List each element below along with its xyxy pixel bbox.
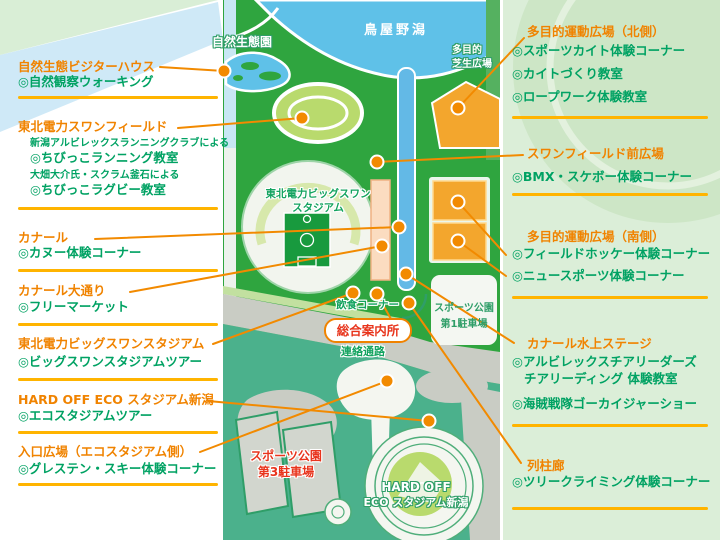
separator bbox=[18, 431, 218, 434]
parking3-label-line1: スポーツ公園 bbox=[250, 449, 322, 463]
multipurpose-courts bbox=[429, 177, 490, 263]
lawn-plaza-label-line2: 芝生広場 bbox=[452, 59, 492, 70]
parking1-label-line2: 第1駐車場 bbox=[440, 319, 488, 330]
left-group2-sub1: 新潟アルビレックスランニングクラブによる bbox=[30, 138, 230, 149]
separator bbox=[18, 483, 218, 486]
left-group3-item: ◎カヌー体験コーナー bbox=[18, 245, 142, 260]
separator bbox=[512, 507, 708, 510]
separator bbox=[512, 116, 708, 119]
left-group2-sub2: 大畑大介氏・スクラム釜石による bbox=[30, 170, 180, 181]
left-group7-item: ◎グレステン・スキー体験コーナー bbox=[18, 461, 217, 476]
right-group2-item1: ◎BMX・スケボー体験コーナー bbox=[512, 169, 693, 184]
big-swan-label-line2: スタジアム bbox=[292, 202, 344, 214]
canal-boulevard bbox=[370, 179, 391, 281]
nature-ecology-pond bbox=[224, 51, 291, 93]
separator bbox=[18, 269, 218, 272]
left-group4-item: ◎フリーマーケット bbox=[18, 299, 129, 314]
food-corner-label: 飲食コーナー bbox=[336, 299, 399, 311]
big-swan-stadium-shape bbox=[241, 160, 375, 294]
right-group3-title: 多目的運動広場（南側） bbox=[527, 229, 665, 244]
right-group1-item2: ◎カイトづくり教室 bbox=[512, 66, 623, 81]
walkway-label: 連絡通路 bbox=[341, 345, 385, 358]
canal-water bbox=[397, 67, 416, 291]
right-panel-decoration bbox=[503, 0, 720, 540]
lawn-plaza-label-line1: 多目的 bbox=[452, 45, 482, 56]
right-group1-item1: ◎スポーツカイト体験コーナー bbox=[512, 43, 686, 58]
right-group4-item1-line2: チアリーディング 体験教室 bbox=[524, 371, 678, 386]
left-group7-title: 入口広場（エコスタジアム側） bbox=[18, 444, 193, 459]
shoreline-path bbox=[222, 7, 280, 42]
right-group3-item2: ◎ニュースポーツ体験コーナー bbox=[512, 268, 685, 283]
eco-stadium-label-line1: HARD OFF bbox=[381, 480, 451, 494]
right-group4-title: カナール水上ステージ bbox=[527, 336, 652, 351]
lawn-plaza-shape bbox=[430, 80, 501, 149]
big-swan-label-line1: 東北電力ビッグスワン bbox=[265, 188, 371, 200]
right-group1-title: 多目的運動広場（北側） bbox=[527, 24, 665, 39]
light-green-strip bbox=[223, 286, 400, 326]
left-group1-item: ◎自然観察ウォーキング bbox=[18, 74, 154, 89]
left-group4-title: カナール大通り bbox=[18, 283, 106, 298]
info-center-label: 総合案内所 bbox=[336, 323, 400, 338]
separator bbox=[18, 323, 218, 326]
swan-field-track bbox=[272, 82, 364, 144]
toyano-lagoon-water bbox=[253, 0, 502, 80]
right-group4-item2: ◎海賊戦隊ゴーカイジャーショー bbox=[512, 396, 698, 411]
parking1-label-line1: スポーツ公園 bbox=[434, 303, 494, 314]
left-group3-title: カナール bbox=[18, 230, 69, 245]
left-group2-item2: ◎ちびっこラグビー教室 bbox=[30, 182, 166, 197]
eco-stadium-shape bbox=[324, 426, 484, 540]
left-panel-decoration bbox=[0, 0, 223, 132]
separator bbox=[512, 193, 708, 196]
left-group2-item1: ◎ちびっこランニング教室 bbox=[30, 150, 179, 165]
separator bbox=[512, 424, 708, 427]
colonnade-arc bbox=[401, 293, 428, 320]
left-group5-item: ◎ビッグスワンスタジアムツアー bbox=[18, 354, 203, 369]
right-group2-title: スワンフィールド前広場 bbox=[527, 146, 664, 161]
right-group5-title: 列柱廊 bbox=[527, 458, 565, 473]
nature-area-label: 自然生態園 bbox=[212, 35, 273, 49]
left-group5-title: 東北電力ビッグスワンスタジアム bbox=[18, 336, 205, 351]
left-group2-title: 東北電力スワンフィールド bbox=[18, 119, 168, 134]
parking3-label-line2: 第3駐車場 bbox=[257, 465, 315, 479]
info-center-box: 総合案内所 bbox=[324, 318, 412, 343]
separator bbox=[18, 378, 218, 381]
leader-lines bbox=[94, 37, 525, 464]
separator bbox=[18, 207, 218, 210]
right-group1-item3: ◎ロープワーク体験教室 bbox=[512, 89, 648, 104]
separator bbox=[18, 96, 218, 99]
map-markers bbox=[216, 63, 466, 429]
parking3-shape bbox=[234, 410, 343, 519]
eco-stadium-label-line2: ECO スタジアム新潟 bbox=[363, 496, 469, 509]
west-path bbox=[224, 148, 236, 298]
right-group4-item1-line1: ◎アルビレックスチアリーダーズ bbox=[512, 354, 697, 369]
right-group5-item1: ◎ツリークライミング体験コーナー bbox=[512, 474, 711, 489]
left-group6-item: ◎エコスタジアムツアー bbox=[18, 408, 153, 423]
left-group6-title: HARD OFF ECO スタジアム新潟 bbox=[18, 392, 214, 407]
lagoon-label: 鳥屋野潟 bbox=[364, 23, 429, 38]
road-junction bbox=[416, 369, 488, 403]
right-group3-item1: ◎フィールドホッケー体験コーナー bbox=[512, 246, 711, 261]
left-group1-title: 自然生態ビジターハウス bbox=[18, 59, 156, 74]
separator bbox=[512, 296, 708, 299]
